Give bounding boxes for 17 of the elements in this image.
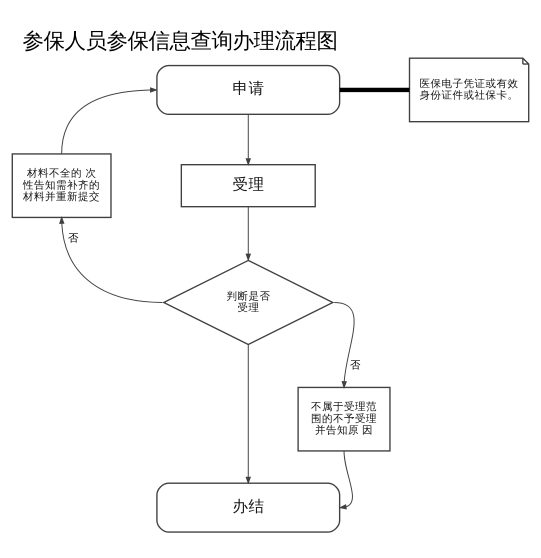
arrow	[246, 114, 251, 166]
edge-label: 否	[350, 358, 362, 372]
node-box: 材料不全的 次性告知需补齐的材料并重新提交	[12, 152, 112, 218]
connector	[340, 87, 410, 92]
edge-label: 否	[68, 231, 79, 244]
node-box: 不属于受理范围的不予受理并告知原 因	[297, 386, 391, 452]
arrow	[338, 450, 353, 510]
arrow	[61, 86, 158, 154]
arrow	[246, 344, 251, 484]
arrow	[246, 206, 251, 262]
node-diamond: 判断是否受理	[162, 259, 334, 345]
arrow	[59, 215, 163, 302]
node-box: 办结	[156, 482, 340, 532]
diagram-title: 参保人员参保信息查询办理流程图	[22, 28, 338, 54]
node-box: 受理	[180, 164, 316, 207]
node-box: 申请	[156, 64, 340, 115]
arrow	[334, 301, 355, 388]
